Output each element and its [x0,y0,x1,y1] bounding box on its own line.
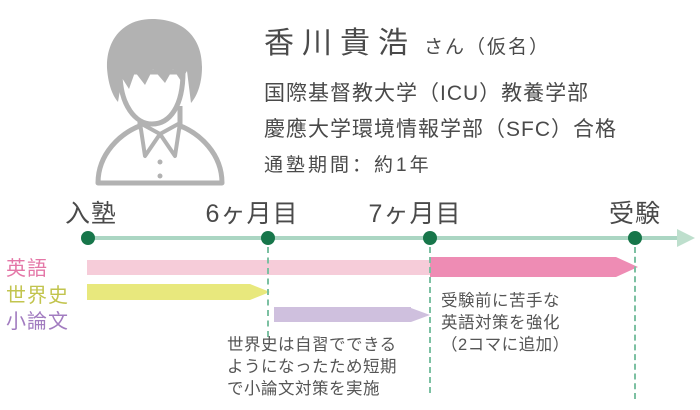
attendance-period: 通塾期間：約1年 [264,155,432,176]
annotation-english-boost-line3: （2コマに追加） [441,336,570,354]
subject-label-essay: 小論文 [6,311,69,333]
bar-world-history [87,284,270,300]
bar-essay-arrow-icon [411,307,430,322]
student-name-line: 香川貴浩さん（仮名） [264,18,550,62]
person-silhouette-icon [95,19,225,186]
milestone-dot-month7 [423,231,437,245]
milestone-label-month7: 7ヶ月目 [368,200,462,228]
annotation-essay-plan-line1: 世界史は自習でできる [227,336,397,354]
timeline-arrowhead-icon [677,229,695,247]
bar-essay [274,307,430,322]
annotation-essay-plan-line3: で小論文対策を実施 [227,380,380,398]
milestone-label-month6: 6ヶ月目 [205,200,299,228]
milestone-label-entry: 入塾 [64,200,118,228]
bar-english-normal-body [87,260,430,275]
milestone-dot-entry [81,231,95,245]
annotation-english-boost: 受験前に苦手な 英語対策を強化 （2コマに追加） [441,290,570,356]
subject-label-world-history: 世界史 [6,285,69,307]
milestone-label-exam: 受験 [608,200,662,228]
subject-label-english: 英語 [6,258,48,280]
dashed-line-exam [634,247,636,399]
bar-essay-body [274,307,411,322]
bar-world-history-arrow-icon [250,284,270,300]
timeline-axis [85,236,677,240]
milestone-dot-month6 [261,231,275,245]
annotation-essay-plan-line2: ようになったため短期 [227,358,397,376]
bar-english-normal [87,260,430,275]
bar-english-strong-body [430,257,616,277]
student-name-suffix: さん（仮名） [424,37,551,58]
achievement-line-1: 国際基督教大学（ICU）教養学部 [264,82,590,105]
student-avatar-icon [90,14,230,191]
student-name: 香川貴浩 [264,27,416,60]
milestone-dot-exam [628,231,642,245]
dashed-line-month6 [267,247,269,337]
dashed-line-month7 [429,247,431,393]
bar-english-strong [430,257,638,277]
achievement-line-2: 慶應大学環境情報学部（SFC）合格 [264,118,617,141]
annotation-english-boost-line2: 英語対策を強化 [441,314,560,332]
bar-english-arrow-icon [616,257,638,277]
annotation-english-boost-line1: 受験前に苦手な [441,292,560,310]
annotation-essay-plan: 世界史は自習でできる ようになったため短期 で小論文対策を実施 [227,334,397,400]
bar-world-history-body [87,284,250,300]
